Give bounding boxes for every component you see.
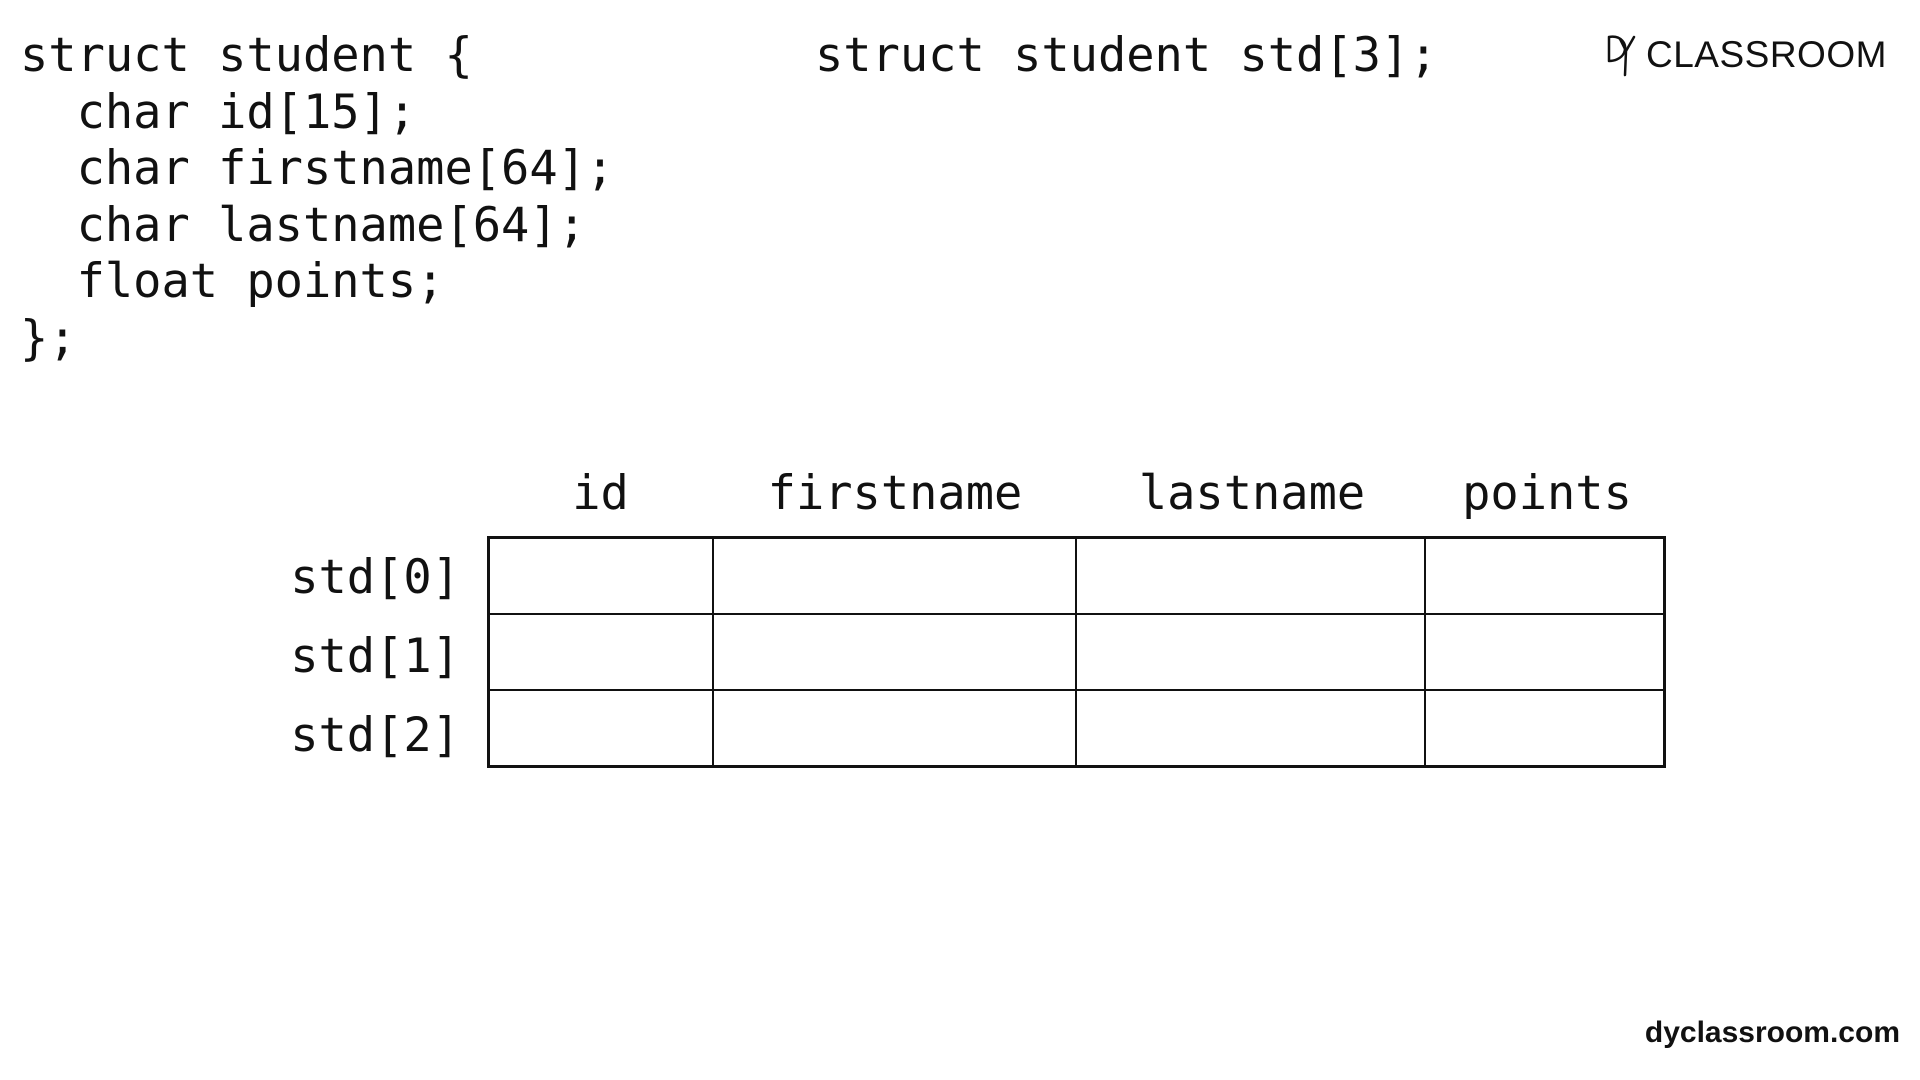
cell-points <box>1424 613 1666 691</box>
cell-id <box>487 689 714 768</box>
cell-points <box>1424 689 1666 768</box>
cell-firstname <box>712 613 1077 691</box>
code-line: char lastname[64]; <box>20 197 586 253</box>
code-line: }; <box>20 310 77 366</box>
struct-array-grid <box>487 536 1666 768</box>
column-header-firstname: firstname <box>767 466 1023 521</box>
logo: CLASSROOM <box>1606 30 1887 80</box>
code-line: char id[15]; <box>20 84 417 140</box>
column-header-points: points <box>1462 466 1632 521</box>
logo-text: CLASSROOM <box>1646 34 1887 75</box>
dy-monogram-icon <box>1607 35 1636 77</box>
table-row <box>487 613 1666 691</box>
table-row <box>487 536 1666 615</box>
struct-definition-code: struct student { char id[15]; char first… <box>20 28 614 367</box>
row-label-std-0: std[0] <box>290 550 460 605</box>
row-label-std-1: std[1] <box>290 629 460 684</box>
code-line: char firstname[64]; <box>20 141 615 196</box>
column-header-lastname: lastname <box>1138 466 1366 521</box>
table-row <box>487 689 1666 768</box>
cell-id <box>487 613 714 691</box>
code-line: float points; <box>20 254 445 309</box>
cell-lastname <box>1075 613 1426 691</box>
cell-lastname <box>1075 689 1426 768</box>
column-header-id: id <box>572 466 629 521</box>
code-line: struct student { <box>20 28 473 83</box>
cell-points <box>1424 536 1666 615</box>
cell-id <box>487 536 714 615</box>
cell-firstname <box>712 689 1077 768</box>
cell-lastname <box>1075 536 1426 615</box>
website-url: dyclassroom.com <box>1644 1016 1900 1049</box>
row-label-std-2: std[2] <box>290 708 460 763</box>
cell-firstname <box>712 536 1077 615</box>
array-declaration-code: struct student std[3]; <box>815 28 1438 83</box>
